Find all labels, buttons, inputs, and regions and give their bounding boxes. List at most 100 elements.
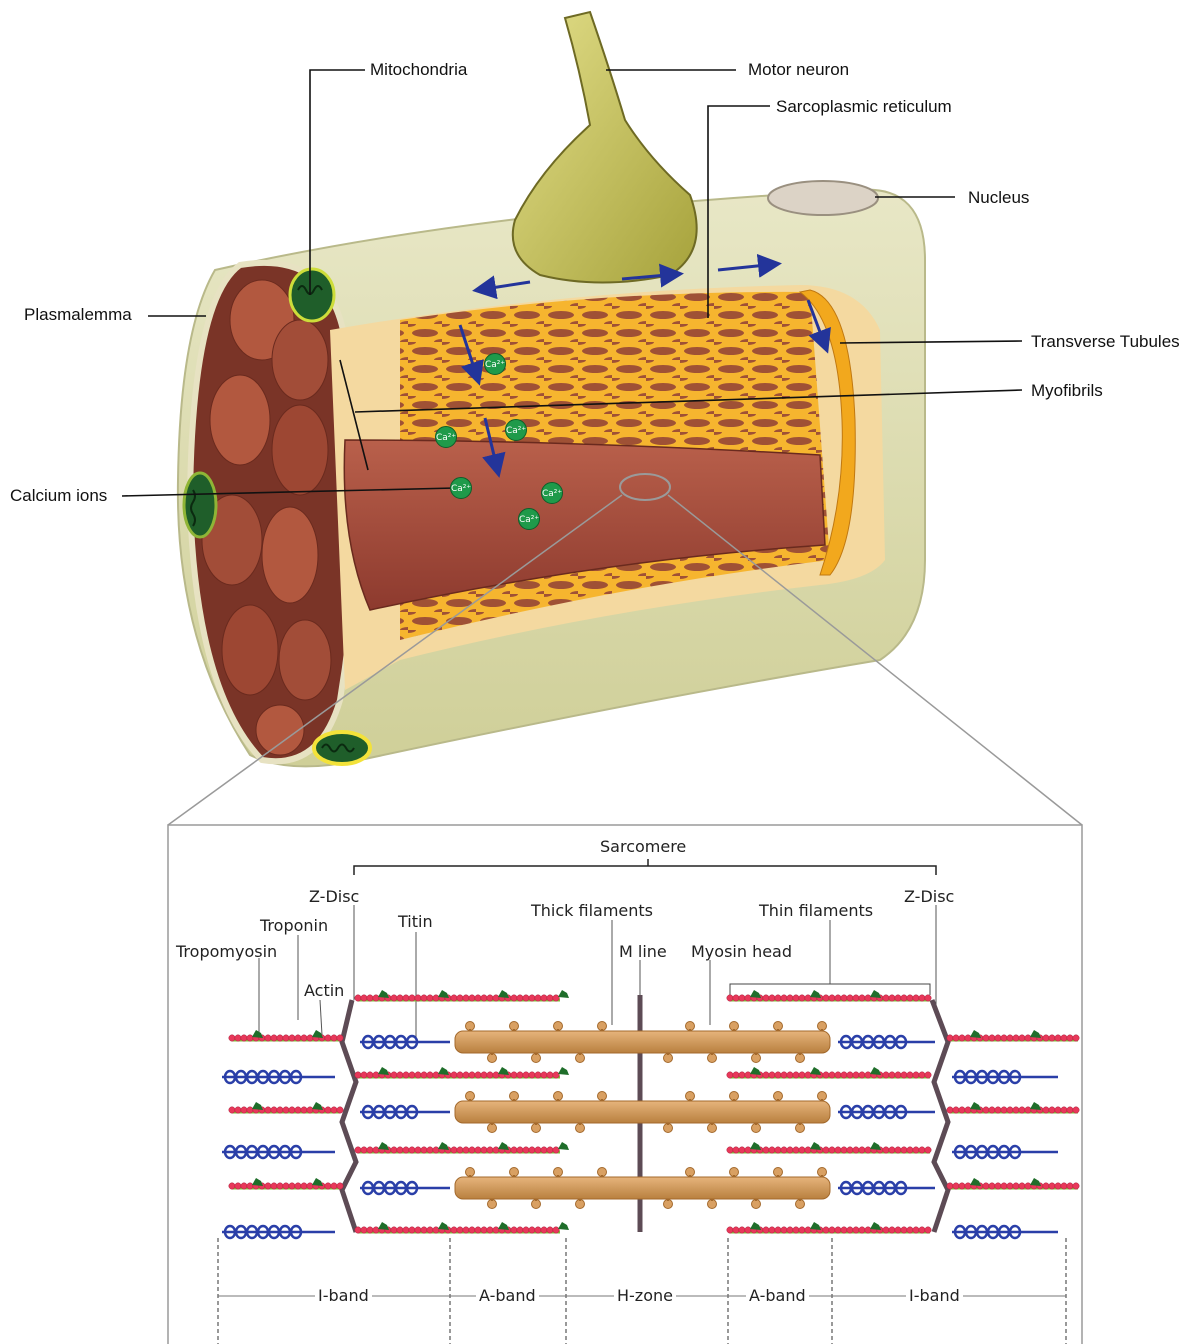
actin-bead [823, 995, 829, 1001]
actin-bead [805, 1147, 811, 1153]
actin-bead [859, 995, 865, 1001]
actin-bead [457, 1227, 463, 1233]
actin-bead [847, 1147, 853, 1153]
actin-bead [241, 1183, 247, 1189]
actin-bead [367, 1072, 373, 1078]
actin-bead [889, 1147, 895, 1153]
actin-bead [235, 1107, 241, 1113]
actin-bead [367, 1147, 373, 1153]
actin-bead [733, 1072, 739, 1078]
actin-bead [517, 1227, 523, 1233]
actin-bead [1007, 1183, 1013, 1189]
actin-bead [865, 1227, 871, 1233]
actin-bead [361, 995, 367, 1001]
actin-bead [947, 1183, 953, 1189]
actin-bead [361, 1072, 367, 1078]
actin-bead [463, 1147, 469, 1153]
actin-bead [835, 1072, 841, 1078]
actin-bead [391, 995, 397, 1001]
troponin-complex [810, 990, 821, 998]
actin-bead [1019, 1035, 1025, 1041]
actin-bead [487, 1147, 493, 1153]
troponin-complex [438, 990, 449, 998]
actin-bead [391, 1227, 397, 1233]
sarcomere-bracket [354, 866, 936, 875]
actin-bead [481, 1072, 487, 1078]
label-thick-filaments: Thick filaments [531, 903, 653, 919]
thick-filament [455, 1177, 830, 1199]
actin-bead [787, 1147, 793, 1153]
actin-bead [739, 995, 745, 1001]
actin-bead [451, 1072, 457, 1078]
troponin-complex [810, 1222, 821, 1230]
actin-bead [421, 1147, 427, 1153]
calcium-ion: Ca²⁺ [541, 482, 563, 504]
actin-bead [883, 1147, 889, 1153]
actin-bead [775, 1072, 781, 1078]
actin-bead [433, 1147, 439, 1153]
actin-bead [523, 995, 529, 1001]
actin-bead [919, 995, 925, 1001]
troponin-complex [1030, 1178, 1041, 1186]
troponin-complex [378, 990, 389, 998]
actin-bead [271, 1107, 277, 1113]
actin-bead [983, 1035, 989, 1041]
actin-bead [889, 1072, 895, 1078]
actin-bead [889, 995, 895, 1001]
actin-bead [787, 1227, 793, 1233]
label-plasmalemma: Plasmalemma [24, 306, 132, 323]
actin-bead [451, 1147, 457, 1153]
actin-bead [763, 1147, 769, 1153]
label-h-zone: H-zone [614, 1288, 676, 1304]
actin-bead [547, 1147, 553, 1153]
actin-bead [337, 1183, 343, 1189]
actin-bead [403, 995, 409, 1001]
actin-bead [799, 1147, 805, 1153]
actin-bead [367, 1227, 373, 1233]
actin-bead [523, 1072, 529, 1078]
actin-bead [523, 1147, 529, 1153]
actin-bead [793, 995, 799, 1001]
actin-bead [1025, 1183, 1031, 1189]
actin-bead [1043, 1183, 1049, 1189]
calcium-ion: Ca²⁺ [518, 508, 540, 530]
actin-bead [787, 995, 793, 1001]
actin-bead [301, 1035, 307, 1041]
label-i-band-right: I-band [906, 1288, 963, 1304]
actin-bead [959, 1107, 965, 1113]
actin-bead [325, 1035, 331, 1041]
actin-bead [829, 1147, 835, 1153]
actin-bead [535, 1227, 541, 1233]
label-transverse-tubules: Transverse Tubules [1031, 333, 1180, 350]
actin-bead [421, 1072, 427, 1078]
actin-bead [277, 1035, 283, 1041]
actin-bead [1013, 1183, 1019, 1189]
actin-bead [805, 995, 811, 1001]
actin-bead [475, 1147, 481, 1153]
actin-bead [853, 1147, 859, 1153]
actin-bead [283, 1107, 289, 1113]
actin-bead [427, 1072, 433, 1078]
actin-bead [953, 1035, 959, 1041]
troponin-complex [378, 1222, 389, 1230]
actin-bead [265, 1107, 271, 1113]
actin-bead [823, 1147, 829, 1153]
actin-bead [295, 1183, 301, 1189]
troponin-complex [312, 1178, 323, 1186]
actin-bead [793, 1072, 799, 1078]
actin-bead [995, 1035, 1001, 1041]
actin-bead [763, 995, 769, 1001]
label-myosin-head: Myosin head [691, 944, 792, 960]
actin-bead [1001, 1035, 1007, 1041]
actin-bead [995, 1107, 1001, 1113]
actin-bead [925, 1072, 931, 1078]
actin-bead [529, 1072, 535, 1078]
troponin-complex [1030, 1102, 1041, 1110]
actin-bead [919, 1147, 925, 1153]
muscle-fiber [122, 12, 1022, 766]
actin-bead [355, 1072, 361, 1078]
actin-bead [1061, 1183, 1067, 1189]
actin-bead [739, 1227, 745, 1233]
actin-bead [841, 1072, 847, 1078]
actin-bead [547, 1227, 553, 1233]
